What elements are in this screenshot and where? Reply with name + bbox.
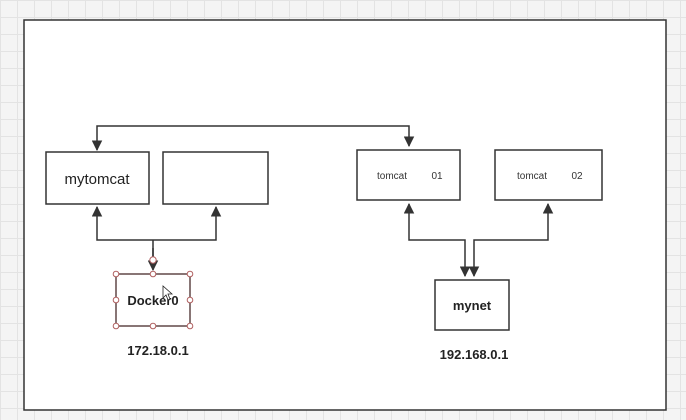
resize-handle[interactable] <box>149 270 157 278</box>
resize-handle[interactable] <box>186 322 194 330</box>
resize-handle[interactable] <box>112 322 120 330</box>
node-mytomcat-label: mytomcat <box>64 171 130 188</box>
resize-handle[interactable] <box>149 322 157 330</box>
connector-lines <box>91 125 554 278</box>
node-mynet[interactable]: mynet <box>434 279 510 331</box>
resize-handle[interactable] <box>186 296 194 304</box>
mouse-pointer-icon <box>162 285 174 301</box>
node-empty[interactable] <box>162 151 269 205</box>
link-docker0-mytomcat <box>91 205 153 241</box>
node-docker0-label: Docker0 <box>127 293 178 308</box>
link-mynet-tomcat02 <box>468 202 554 278</box>
resize-handle[interactable] <box>112 296 120 304</box>
diagram-frame <box>23 19 667 411</box>
node-mytomcat[interactable]: mytomcat <box>45 151 150 205</box>
link-docker0-empty <box>153 205 222 241</box>
node-docker0[interactable]: Docker0 <box>112 256 194 330</box>
connector-handle[interactable] <box>149 256 157 264</box>
node-tomcat01-num: 01 <box>431 171 443 182</box>
link-mynet-tomcat01 <box>403 202 471 278</box>
link-mytomcat-tomcat01 <box>91 125 415 152</box>
docker0-ip-label: 172.18.0.1 <box>127 343 188 358</box>
node-tomcat02-name: tomcat <box>517 171 547 182</box>
mynet-ip-label: 192.168.0.1 <box>440 347 509 362</box>
resize-handle[interactable] <box>112 270 120 278</box>
resize-handle[interactable] <box>186 270 194 278</box>
node-tomcat02-num: 02 <box>571 171 583 182</box>
selection-handles[interactable] <box>112 256 194 330</box>
node-tomcat02[interactable]: tomcat 02 <box>494 149 603 201</box>
node-tomcat01-name: tomcat <box>377 171 407 182</box>
node-mynet-label: mynet <box>453 298 492 313</box>
node-tomcat01[interactable]: tomcat 01 <box>356 149 461 201</box>
